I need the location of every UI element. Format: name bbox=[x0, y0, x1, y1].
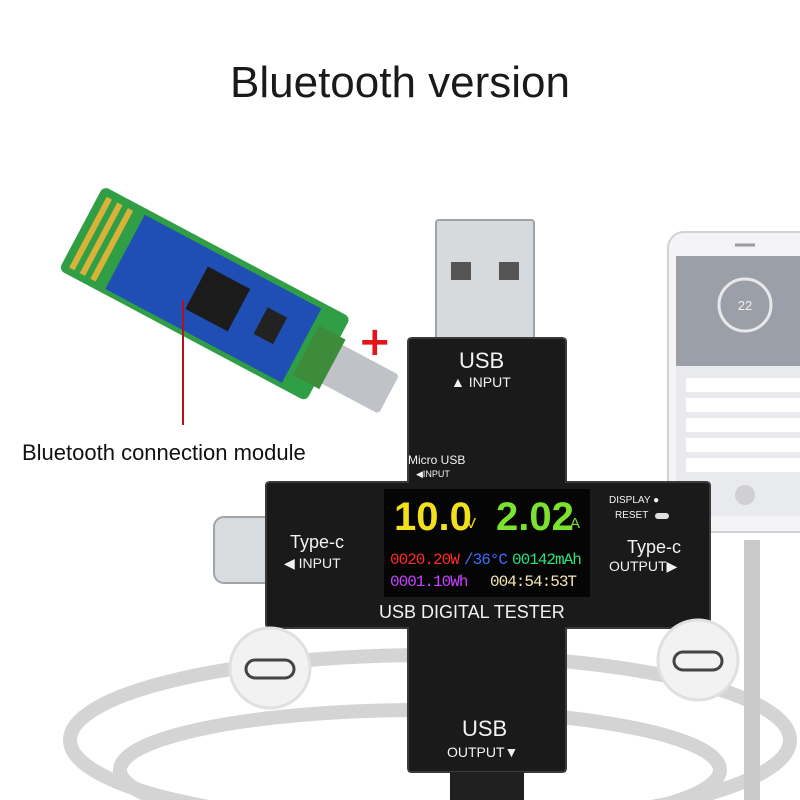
right-port-label: Type-c bbox=[627, 537, 682, 557]
bottom-cable bbox=[450, 772, 524, 800]
smartphone bbox=[667, 231, 800, 533]
power-value: 0020.20W bbox=[390, 551, 460, 569]
left-port-label: Type-c bbox=[290, 532, 345, 552]
phone-gauge-value: 22 bbox=[738, 298, 752, 313]
top-port-sub: ▲ INPUT bbox=[451, 374, 511, 390]
current-unit: A bbox=[570, 515, 581, 532]
bluetooth-module bbox=[60, 188, 398, 413]
energy-value: 0001.10Wh bbox=[390, 573, 468, 591]
port-zoom-right bbox=[656, 618, 740, 702]
voltage-value: 10.0 bbox=[394, 495, 472, 539]
temperature-value: /36°C bbox=[464, 551, 508, 569]
time-value: 004:54:53T bbox=[490, 573, 577, 591]
capacity-value: 00142mAh bbox=[512, 551, 582, 569]
model-label: USB DIGITAL TESTER bbox=[379, 602, 565, 622]
lcd-screen: 10.0 V 2.02 A 0020.20W /36°C 00142mAh 00… bbox=[384, 489, 590, 597]
bottom-port-label: USB bbox=[462, 716, 508, 741]
module-caption: Bluetooth connection module bbox=[22, 440, 306, 465]
bottom-port-sub: OUTPUT▼ bbox=[447, 744, 519, 760]
micro-usb-label: Micro USB bbox=[408, 453, 466, 467]
page-title: Bluetooth version bbox=[230, 58, 570, 107]
voltage-unit: V bbox=[466, 515, 477, 532]
micro-usb-sub: ◀INPUT bbox=[416, 469, 450, 479]
reset-button[interactable] bbox=[655, 513, 669, 519]
reset-label: RESET bbox=[615, 510, 649, 521]
usb-a-plug bbox=[435, 219, 535, 346]
port-zoom-left bbox=[228, 626, 312, 710]
display-label: DISPLAY ● bbox=[609, 495, 660, 506]
left-port-sub: ◀ INPUT bbox=[284, 555, 341, 571]
current-value: 2.02 bbox=[496, 495, 574, 539]
plus-sign: + bbox=[358, 319, 392, 365]
top-port-label: USB bbox=[459, 348, 505, 373]
right-port-sub: OUTPUT▶ bbox=[609, 558, 678, 574]
